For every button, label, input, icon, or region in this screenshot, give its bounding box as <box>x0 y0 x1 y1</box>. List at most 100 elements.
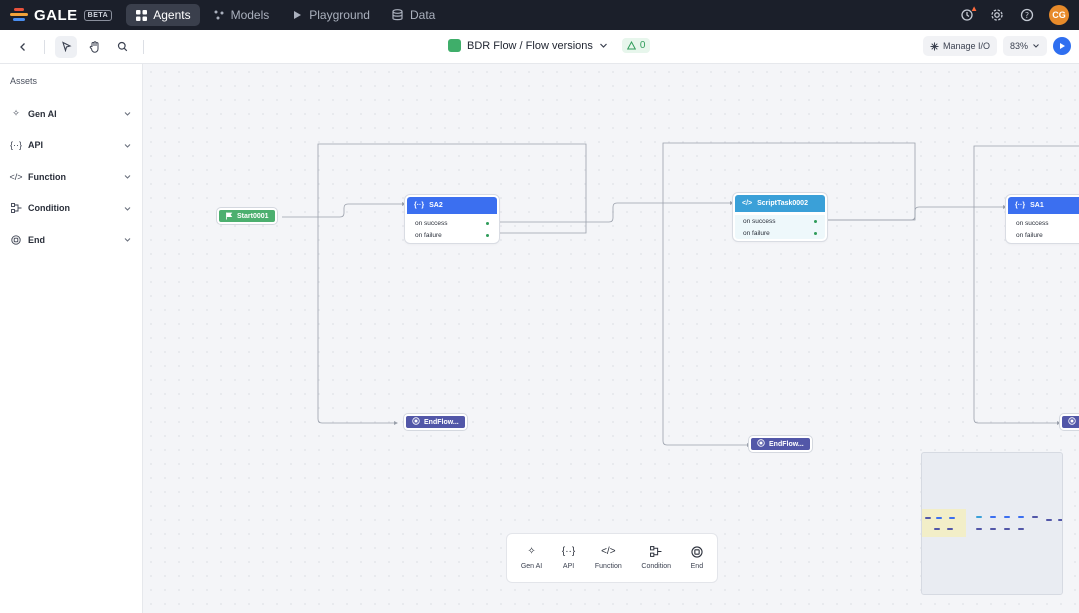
grid-icon <box>135 9 147 21</box>
play-icon <box>1060 43 1065 49</box>
tab-models[interactable]: Models <box>204 4 279 26</box>
palette-end[interactable]: End <box>691 546 703 570</box>
asset-label: Function <box>28 171 66 182</box>
manage-io-button[interactable]: Manage I/O <box>922 36 997 56</box>
braces-icon: {··} <box>10 140 23 151</box>
sparkle-icon: ✧ <box>527 546 536 557</box>
asset-api[interactable]: {··} API <box>10 130 132 162</box>
pointer-tool-button[interactable] <box>55 35 77 58</box>
gear-icon[interactable] <box>989 7 1005 23</box>
tab-data-label: Data <box>409 8 436 22</box>
document-icon <box>448 39 461 52</box>
port-handle[interactable] <box>486 221 489 225</box>
warning-triangle-icon <box>626 41 636 50</box>
asset-function[interactable]: </> Function <box>10 161 132 193</box>
assets-title: Assets <box>10 76 38 86</box>
flag-icon <box>226 212 233 220</box>
code-icon: </> <box>9 171 23 182</box>
play-icon <box>291 9 303 21</box>
minimap-node <box>1046 519 1052 521</box>
end-node-2[interactable]: EndFlow... <box>749 436 812 452</box>
help-icon[interactable]: ? <box>1019 7 1035 23</box>
gale-logo-icon <box>10 8 28 22</box>
success-port[interactable]: on success <box>1008 217 1079 229</box>
function-node-scripttask[interactable]: </> ScriptTask0002 on success on failure <box>733 193 827 241</box>
asset-gen-ai[interactable]: ✧ Gen AI <box>10 98 132 130</box>
end-node-1[interactable]: EndFlow... <box>404 414 467 430</box>
minimap-node <box>990 528 996 530</box>
flow-title: BDR Flow / Flow versions <box>467 39 593 52</box>
port-label: on success <box>1016 219 1049 227</box>
end-icon <box>757 439 765 449</box>
port-handle[interactable] <box>814 219 817 223</box>
minimap-node <box>947 528 953 530</box>
alert-icon: ▲ <box>970 4 978 13</box>
minimap[interactable] <box>921 452 1063 595</box>
avatar[interactable]: CG <box>1049 5 1069 25</box>
activity-icon[interactable]: ▲ <box>959 4 978 23</box>
minimap-node <box>1018 528 1024 530</box>
palette-api[interactable]: {··} API <box>562 546 575 570</box>
success-port[interactable]: on success <box>407 217 497 229</box>
chevron-down-icon <box>1033 44 1039 48</box>
code-icon: </> <box>742 200 753 207</box>
code-icon: </> <box>601 546 616 557</box>
port-label: on success <box>743 217 776 225</box>
success-port[interactable]: on success <box>735 215 825 227</box>
failure-port[interactable]: on failure <box>735 227 825 239</box>
search-button[interactable] <box>111 36 133 58</box>
braces-icon: {··} <box>561 546 576 557</box>
chevron-down-icon <box>124 112 131 117</box>
tab-agents-label: Agents <box>153 8 191 22</box>
asset-end[interactable]: End <box>10 224 132 256</box>
palette-label: API <box>562 563 575 570</box>
zoom-value: 83% <box>1009 41 1028 51</box>
chevron-down-icon <box>124 238 131 243</box>
tab-agents[interactable]: Agents <box>126 4 200 26</box>
minimap-viewport[interactable] <box>922 509 966 537</box>
canvas-toolbar: BDR Flow / Flow versions 0 Manage I/O 83… <box>0 30 1079 64</box>
palette-condition[interactable]: Condition <box>641 546 671 570</box>
palette-label: Condition <box>641 563 671 570</box>
node-title: SA2 <box>429 202 443 209</box>
tab-playground[interactable]: Playground <box>282 4 379 26</box>
start-node[interactable]: Start0001 <box>217 208 277 224</box>
minimap-node <box>936 517 942 519</box>
hand-tool-button[interactable] <box>83 36 105 58</box>
chevron-down-icon <box>124 206 131 211</box>
flow-connections <box>282 142 1079 447</box>
tab-data[interactable]: Data <box>383 4 444 26</box>
node-title: ScriptTask0002 <box>757 200 808 207</box>
palette-label: End <box>690 563 704 570</box>
palette-function[interactable]: </> Function <box>595 546 622 570</box>
flow-title-dropdown[interactable]: BDR Flow / Flow versions 0 <box>448 38 651 53</box>
back-button[interactable] <box>12 36 34 58</box>
io-icon <box>930 42 939 50</box>
api-node-sa1[interactable]: {··} SA1 on success on failure <box>1006 195 1079 243</box>
warnings-badge[interactable]: 0 <box>621 38 651 53</box>
models-icon <box>213 9 225 21</box>
port-label: on failure <box>415 231 442 239</box>
node-header: {··} SA2 <box>407 197 497 214</box>
failure-port[interactable]: on failure <box>1008 229 1079 241</box>
brand-name: GALE <box>34 6 78 24</box>
api-node-sa2[interactable]: {··} SA2 on success on failure <box>405 195 499 243</box>
minimap-node <box>1004 528 1010 530</box>
port-handle[interactable] <box>814 231 817 235</box>
port-label: on success <box>415 219 448 227</box>
palette-label: Function <box>594 563 622 570</box>
warnings-count: 0 <box>639 40 646 51</box>
node-header: </> ScriptTask0002 <box>735 195 825 212</box>
database-icon <box>392 9 404 21</box>
asset-condition[interactable]: Condition <box>10 193 132 225</box>
end-icon <box>412 417 420 427</box>
run-button[interactable] <box>1053 37 1071 55</box>
port-handle[interactable] <box>486 233 489 237</box>
end-node-3[interactable] <box>1060 414 1079 430</box>
palette-gen-ai[interactable]: ✧ Gen AI <box>521 546 542 570</box>
failure-port[interactable]: on failure <box>407 229 497 241</box>
zoom-select[interactable]: 83% <box>1002 36 1047 56</box>
end-icon <box>1068 417 1076 427</box>
brand-logo[interactable]: GALE BETA <box>10 6 113 24</box>
minimap-node <box>1004 516 1010 518</box>
